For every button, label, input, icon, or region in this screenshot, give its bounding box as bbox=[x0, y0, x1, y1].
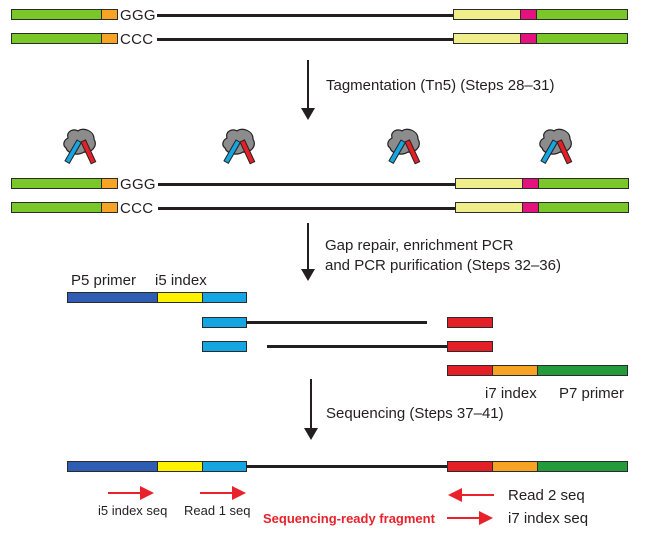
step2-label-line1: Gap repair, enrichment PCR bbox=[325, 237, 514, 254]
read1-segment bbox=[202, 461, 247, 472]
step2-label-line2: and PCR purification (Steps 32–36) bbox=[325, 257, 561, 274]
read1-segment bbox=[202, 341, 247, 352]
p5-segment bbox=[67, 292, 158, 303]
magenta-segment bbox=[522, 178, 539, 189]
i7-seq-arrow-icon bbox=[447, 511, 493, 525]
p5-primer-label: P5 primer bbox=[71, 272, 137, 289]
arrow-shaft bbox=[307, 223, 309, 273]
arrow-head-icon bbox=[304, 428, 318, 440]
i5-index-label: i5 index bbox=[155, 272, 207, 289]
p7-segment bbox=[537, 461, 628, 472]
tn5-red-arm bbox=[80, 139, 97, 165]
tn5-blue-arm bbox=[64, 139, 83, 164]
tn5-blue-arm bbox=[540, 139, 559, 164]
read1-seq-label: Read 1 seq bbox=[184, 503, 251, 518]
i5-segment bbox=[157, 292, 203, 303]
overhang-label: GGG bbox=[120, 176, 156, 193]
read2-seq-arrow-icon bbox=[448, 488, 494, 502]
i7-segment bbox=[492, 365, 538, 376]
p5-segment bbox=[67, 461, 158, 472]
read2-segment bbox=[447, 365, 493, 376]
read2-segment bbox=[447, 341, 493, 352]
insert-line bbox=[157, 14, 454, 17]
insert-yellow-segment bbox=[455, 178, 523, 189]
i5-segment bbox=[157, 461, 203, 472]
adapter-green-segment bbox=[538, 178, 629, 189]
i7-segment bbox=[492, 461, 538, 472]
i5-index-seq-label: i5 index seq bbox=[98, 503, 168, 518]
tn5-complex bbox=[63, 128, 97, 165]
insert-yellow-segment bbox=[455, 202, 523, 213]
i7-index-seq-label: i7 index seq bbox=[508, 510, 589, 527]
tn5-blue-arm bbox=[223, 139, 242, 164]
arrow-shaft bbox=[310, 379, 312, 431]
insert-yellow-segment bbox=[453, 9, 521, 20]
p7-primer-label: P7 primer bbox=[559, 385, 625, 402]
read1-segment bbox=[202, 317, 247, 328]
step3-label: Sequencing (Steps 37–41) bbox=[326, 405, 504, 422]
i5-seq-arrow-icon bbox=[108, 486, 154, 500]
adapter-green-segment bbox=[11, 202, 102, 213]
adapter-orange-segment bbox=[101, 33, 118, 44]
magenta-segment bbox=[520, 33, 537, 44]
tn5-complex bbox=[539, 128, 573, 165]
read2-segment bbox=[447, 317, 493, 328]
tn5-red-arm bbox=[239, 139, 256, 165]
magenta-segment bbox=[522, 202, 539, 213]
tn5-blue-arm bbox=[388, 139, 407, 164]
insert-line bbox=[267, 345, 448, 348]
step1-label: Tagmentation (Tn5) (Steps 28–31) bbox=[326, 77, 555, 94]
insert-line bbox=[158, 207, 456, 210]
tn5-red-arm bbox=[404, 139, 421, 165]
read1-segment bbox=[202, 292, 247, 303]
i7-index-label: i7 index bbox=[485, 385, 537, 402]
insert-yellow-segment bbox=[453, 33, 521, 44]
insert-line bbox=[246, 321, 427, 324]
adapter-green-segment bbox=[11, 178, 102, 189]
magenta-segment bbox=[520, 9, 537, 20]
overhang-label: CCC bbox=[120, 200, 154, 217]
adapter-green-segment bbox=[536, 9, 628, 20]
adapter-orange-segment bbox=[101, 9, 118, 20]
insert-line bbox=[246, 465, 448, 468]
arrow-head-icon bbox=[301, 108, 315, 120]
arrow-shaft bbox=[307, 60, 309, 112]
adapter-green-segment bbox=[536, 33, 628, 44]
insert-line bbox=[157, 38, 454, 41]
adapter-green-segment bbox=[11, 33, 102, 44]
arrow-head-icon bbox=[301, 269, 315, 281]
overhang-label: CCC bbox=[120, 31, 154, 48]
tn5-red-arm bbox=[556, 139, 573, 165]
read2-segment bbox=[447, 461, 493, 472]
insert-line bbox=[158, 183, 456, 186]
adapter-green-segment bbox=[538, 202, 629, 213]
sequencing-ready-fragment-label: Sequencing-ready fragment bbox=[263, 511, 435, 526]
tn5-complex bbox=[222, 128, 256, 165]
overhang-label: GGG bbox=[120, 7, 156, 24]
read2-seq-label: Read 2 seq bbox=[508, 487, 585, 504]
tn5-complex bbox=[387, 128, 421, 165]
adapter-orange-segment bbox=[101, 202, 118, 213]
adapter-green-segment bbox=[11, 9, 102, 20]
adapter-orange-segment bbox=[101, 178, 118, 189]
p7-segment bbox=[537, 365, 628, 376]
read1-seq-arrow-icon bbox=[200, 486, 246, 500]
